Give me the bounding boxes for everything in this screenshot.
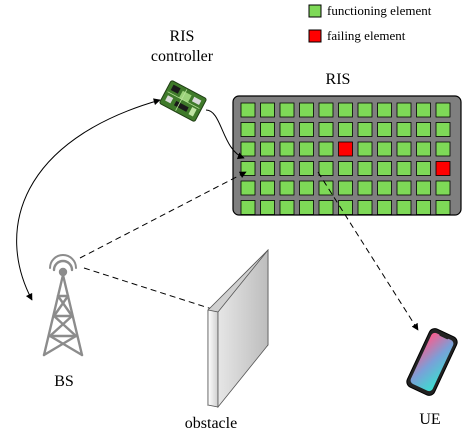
ris-element-functioning [435, 200, 451, 215]
ris-controller-board-icon [159, 80, 207, 122]
ris-element-functioning [260, 161, 275, 176]
ris-panel [232, 95, 462, 216]
ris-element-functioning [240, 200, 256, 215]
ris-element-functioning [260, 180, 275, 196]
ris-element-functioning [299, 180, 314, 196]
ris-element-functioning [357, 122, 373, 137]
ris-element-functioning [240, 102, 256, 118]
ris-element-functioning [416, 180, 431, 196]
ris-element-functioning [416, 141, 431, 157]
ris-element-functioning [299, 200, 314, 215]
ris-element-functioning [396, 141, 412, 157]
ris-element-functioning [416, 200, 431, 215]
ris-element-failing [338, 141, 353, 157]
ris-element-functioning [357, 102, 373, 118]
ris-element-functioning [377, 180, 392, 196]
ris-element-functioning [377, 122, 392, 137]
ris-element-functioning [279, 161, 295, 176]
ris-element-functioning [260, 122, 275, 137]
legend-failing-label: failing element [327, 28, 406, 43]
ris-element-functioning [416, 122, 431, 137]
ris-element-functioning [396, 200, 412, 215]
ris-element-functioning [338, 122, 353, 137]
ris-element-functioning [338, 180, 353, 196]
ris-element-functioning [357, 200, 373, 215]
ris-ue-beam [317, 171, 419, 331]
bs-tower-icon [42, 254, 84, 357]
ris-element-functioning [435, 122, 451, 137]
ris-element-functioning [279, 141, 295, 157]
ris-element-functioning [279, 180, 295, 196]
legend-failing-swatch [308, 29, 322, 43]
ris-element-functioning [260, 102, 275, 118]
ris-element-functioning [377, 161, 392, 176]
ris-element-functioning [396, 180, 412, 196]
ris-element-functioning [240, 180, 256, 196]
ris-element-functioning [299, 122, 314, 137]
legend: functioning element failing element [308, 3, 432, 43]
ris-element-functioning [279, 200, 295, 215]
ris-controller-label-line2: controller [151, 48, 214, 65]
ris-element-functioning [396, 161, 412, 176]
ris-element-functioning [318, 141, 334, 157]
ris-controller-label-line1: RIS [170, 28, 195, 45]
ris-element-functioning [377, 141, 392, 157]
ris-element-functioning [357, 141, 373, 157]
ris-element-functioning [357, 161, 373, 176]
ris-element-functioning [318, 161, 334, 176]
ris-element-functioning [435, 180, 451, 196]
ris-element-functioning [318, 122, 334, 137]
ris-element-functioning [435, 102, 451, 118]
bs-ris-beam [79, 171, 247, 259]
legend-functioning-swatch [308, 4, 322, 18]
ris-element-functioning [435, 141, 451, 157]
ris-element-functioning [299, 141, 314, 157]
ris-element-functioning [299, 161, 314, 176]
ue-phone-icon [406, 328, 458, 396]
bs-controller-link [16, 98, 161, 301]
obstacle-wall-icon [207, 248, 269, 409]
ris-element-functioning [279, 102, 295, 118]
ris-element-functioning [318, 200, 334, 215]
ris-element-functioning [279, 122, 295, 137]
bs-label: BS [54, 373, 74, 390]
obstacle-label: obstacle [185, 415, 237, 432]
ris-element-grid [240, 102, 451, 215]
ris-element-functioning [396, 102, 412, 118]
ris-label: RIS [326, 71, 351, 88]
ris-element-functioning [240, 122, 256, 137]
ris-element-functioning [318, 180, 334, 196]
ris-element-functioning [416, 161, 431, 176]
ris-element-functioning [260, 200, 275, 215]
controller-ris-link [205, 109, 245, 160]
ris-element-failing [435, 161, 451, 176]
ris-element-functioning [396, 122, 412, 137]
ris-element-functioning [338, 200, 353, 215]
ris-element-functioning [338, 161, 353, 176]
ris-element-functioning [416, 102, 431, 118]
ris-element-functioning [240, 141, 256, 157]
ris-element-functioning [338, 102, 353, 118]
ris-element-functioning [377, 200, 392, 215]
ris-element-functioning [260, 141, 275, 157]
ris-element-functioning [357, 180, 373, 196]
legend-functioning-label: functioning element [327, 3, 432, 18]
ris-element-functioning [318, 102, 334, 118]
ue-label: UE [419, 411, 440, 428]
bs-obstacle-beam [83, 267, 241, 320]
connections [16, 98, 419, 331]
ris-element-functioning [299, 102, 314, 118]
ris-element-functioning [377, 102, 392, 118]
